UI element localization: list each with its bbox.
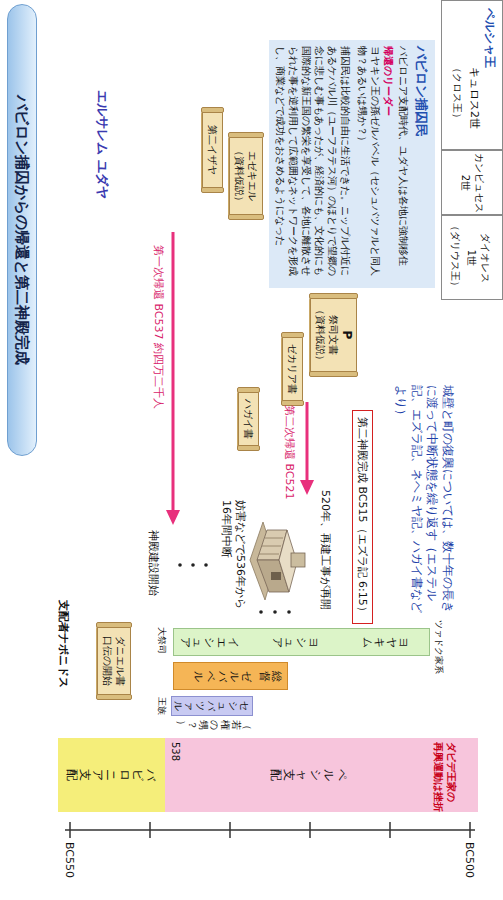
title-text: バビロン捕囚からの帰還と第二神殿完成 (8, 5, 36, 455)
temple-door (271, 572, 281, 580)
continuation-dot (204, 563, 208, 567)
time-axis (65, 829, 475, 831)
leader-heading: 帰還のリーダー (382, 46, 395, 282)
leader-bar: 王族セシュバツァル (171, 696, 253, 716)
info-panel: バビロン捕囚民バビロニア支配時代、ユダヤ人は各地に強制移住帰還のリーダーヨヤキン… (269, 40, 435, 288)
scroll-book: ダニエル書口伝の開始 (97, 625, 131, 697)
axis-tick (149, 822, 151, 838)
axis-tick (469, 822, 471, 838)
panel-heading: バビロン捕囚民 (412, 46, 430, 282)
year-label: 538 (170, 742, 181, 761)
leader-name: ヨヤキム (361, 637, 409, 648)
lineage-label: ツァドク家系 (432, 620, 445, 674)
role-label: 大祭司 (155, 627, 168, 654)
note-text: 城壁と町の復興については、数十年の長きに渡って中断状態を繰り返す（エステル記、エ… (393, 385, 455, 613)
leader-name: イエシュア (179, 637, 239, 648)
king-name: キュロス2世 (467, 67, 482, 129)
event-label: 神殿建設開始 (146, 530, 161, 596)
scroll-book: ハガイ書 (238, 390, 259, 448)
place-name: エルサレム ユダヤ (93, 90, 111, 199)
source-letter: P (340, 305, 353, 365)
body-text: 捕囚民は比較的自由に生活できた。ニップル付近にあるケバル川（ユーフラテス河）のほ… (274, 46, 352, 282)
continuation-dot (178, 563, 182, 567)
body-text: ヨヤキン王の孫ゼルバベル（セシュバツァルと同人物？あるいは甥か？） (356, 46, 382, 282)
book-title: エゼキエル (246, 144, 259, 208)
continuation-dot (287, 610, 291, 614)
king-cell: カンビュセス 2世 (441, 150, 503, 215)
scroll-book: エゼキエル（資料仮説） (229, 135, 263, 217)
king-alias: （ダリウス王） (448, 221, 462, 291)
event-text: 第二神殿完成 BC515（エズラ記 6:15） (355, 417, 370, 617)
arrow-label: 第一次帰還 BC537 約四万二千人 (151, 245, 166, 409)
temple-pillar (262, 546, 281, 547)
book-note: （資料仮説） (233, 144, 246, 208)
king-name: カンビュセス 2世 (458, 152, 486, 214)
continuation-dot (191, 563, 195, 567)
role-label: 総督 (258, 671, 282, 682)
leader-name: ゼルバベル (192, 671, 252, 682)
book-title: 祭司文書 (327, 305, 340, 365)
book-title: ダニエル書 (114, 634, 127, 688)
return-arrow (172, 232, 175, 512)
era-band: ペルシャ支配 (165, 738, 478, 812)
temple-tower (291, 553, 305, 567)
axis-tick (229, 822, 231, 838)
axis-tick (309, 822, 311, 838)
scroll-book: 第二イザヤ (202, 110, 223, 190)
note-text: （若権の甥？） (176, 720, 253, 730)
continuation-dot (259, 610, 263, 614)
axis-label: BC500 (463, 842, 476, 878)
event-label: 妨害などで536年から16年間中断 (218, 500, 247, 615)
scroll-book: P祭司文書（資料仮説） (310, 296, 357, 374)
king-cell: ダイオレス 1世（ダリウス王） (441, 215, 503, 300)
axis-tick (69, 822, 71, 838)
era-name: バビロニア支配 (65, 769, 157, 781)
return-arrow (306, 402, 309, 482)
book-note: （資料仮説） (314, 305, 327, 365)
era-band: バビロニア支配 (58, 738, 165, 812)
body-text: バビロニア支配時代、ユダヤ人は各地に強制移住 (397, 46, 410, 282)
temple-pillar (259, 554, 279, 555)
book-title: ハガイ書 (242, 399, 255, 439)
leader-name: セシュバツァル (173, 701, 250, 711)
era-name: ペルシャ支配 (269, 769, 348, 781)
event-label: 520年、再建工事が再開 (318, 490, 333, 610)
axis-tick (389, 822, 391, 838)
leader-name: ヨシュア (271, 637, 319, 648)
event-box: 第二神殿完成 BC515（エズラ記 6:15） (352, 410, 373, 624)
title-bar: バビロン捕囚からの帰還と第二神殿完成 (7, 4, 37, 456)
leader-bar: 総督ゼルバベル (173, 662, 288, 690)
book-note: 口伝の開始 (101, 634, 114, 688)
arrow-head (300, 480, 314, 495)
temple-pillar (265, 538, 283, 539)
king-alias: （クロス王） (450, 63, 464, 123)
note-text: ダビデ王家の 再興運動は挫折 (432, 742, 458, 812)
leader-bar: 大祭司イエシュアヨシュアヨヤキム (173, 628, 430, 656)
king-name: ダイオレス 1世 (464, 230, 492, 286)
book-title: 第二イザヤ (206, 119, 219, 181)
temple-illustration (250, 522, 305, 600)
role-label: 王族 (155, 697, 168, 715)
arrow-head (166, 510, 180, 525)
column-heading: ペルシャ王 (481, 8, 498, 68)
scroll-book: ゼカリア書 (282, 335, 303, 403)
ruler-label: 支配者ナボニドス (56, 600, 71, 688)
axis-label: BC550 (63, 842, 76, 878)
continuation-dot (273, 610, 277, 614)
book-title: ゼカリア書 (286, 344, 299, 394)
arrow-label: 第二次帰還 BC521 (282, 405, 297, 500)
